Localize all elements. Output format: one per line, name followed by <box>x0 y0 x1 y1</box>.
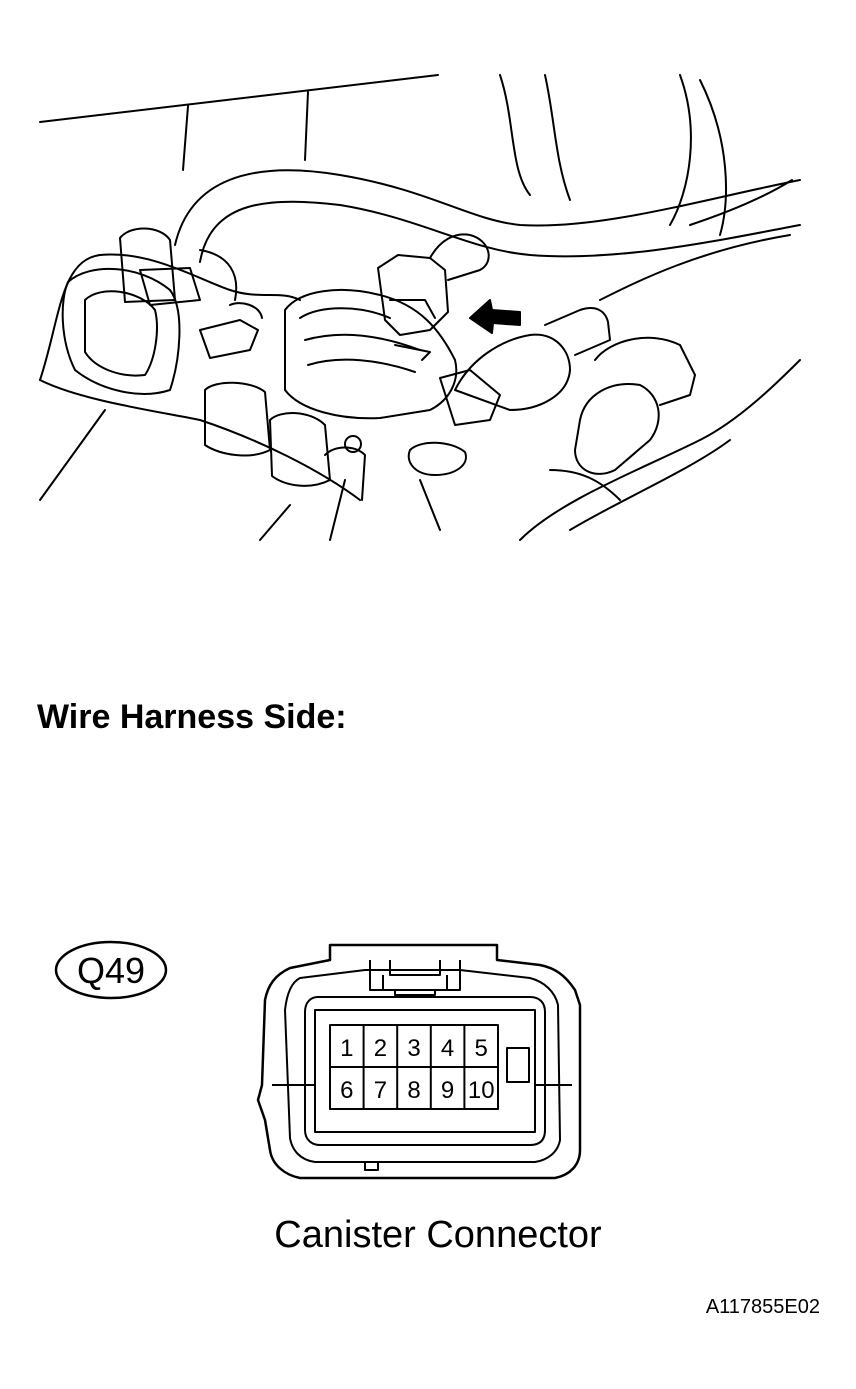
connector-code-badge <box>54 940 168 1000</box>
engine-bay-illustration <box>39 74 801 541</box>
pin-3: 3 <box>407 1035 420 1062</box>
pin-9: 9 <box>441 1077 454 1104</box>
connector-housing <box>256 943 582 1180</box>
connector-code: Q49 <box>77 950 145 991</box>
wire-harness-side-heading: Wire Harness Side: <box>37 698 347 736</box>
pin-8: 8 <box>407 1077 420 1104</box>
pin-2: 2 <box>374 1035 387 1062</box>
canister-connector-diagram: Q49 1 2 3 4 5 6 7 8 9 10 <box>54 940 582 1180</box>
pin-1: 1 <box>340 1035 353 1062</box>
connector-caption: Canister Connector <box>274 1214 602 1256</box>
pin-7: 7 <box>374 1077 387 1104</box>
pin-6: 6 <box>340 1077 353 1104</box>
figure-code: A117855E02 <box>705 1296 820 1318</box>
pin-10: 10 <box>468 1077 495 1104</box>
pin-4: 4 <box>441 1035 454 1062</box>
pin-5: 5 <box>475 1035 488 1062</box>
